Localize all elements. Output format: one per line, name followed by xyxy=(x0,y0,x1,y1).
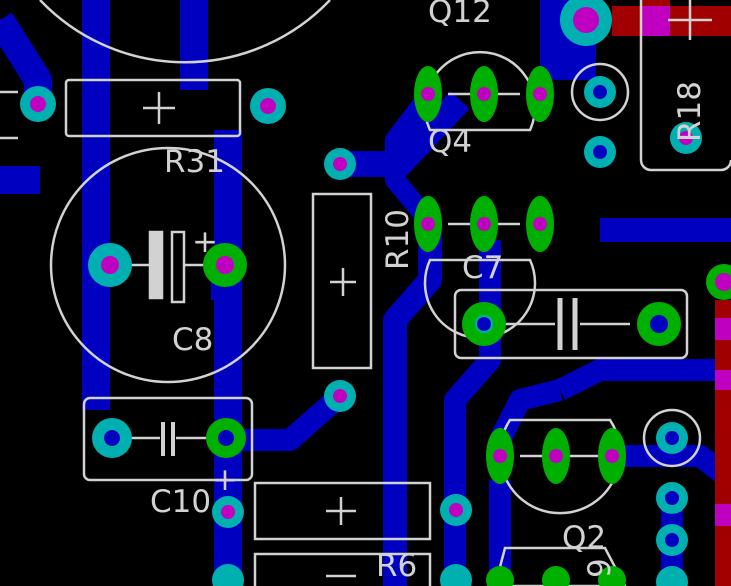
label-c8: C8 xyxy=(172,322,213,358)
label-c10: C10 xyxy=(150,484,211,520)
label-c7: C7 xyxy=(462,250,503,286)
label-q2: Q2 xyxy=(562,520,606,556)
label-q4: Q4 xyxy=(428,124,472,160)
label-q-partial: 9 xyxy=(582,558,618,578)
label-c8-plus: + xyxy=(192,224,218,260)
pads xyxy=(20,0,731,586)
silkscreen-labels: Q12 R31 Q4 R10 C7 C8 C10 R6 Q2 R18 9 + + xyxy=(150,0,708,584)
top-bottom-overlap xyxy=(640,6,731,526)
label-r10: R10 xyxy=(380,209,416,270)
label-c10-plus: + xyxy=(212,462,238,498)
label-r31: R31 xyxy=(164,144,225,180)
label-r18: R18 xyxy=(672,81,708,142)
label-q12: Q12 xyxy=(428,0,492,30)
label-r6: R6 xyxy=(376,548,417,584)
